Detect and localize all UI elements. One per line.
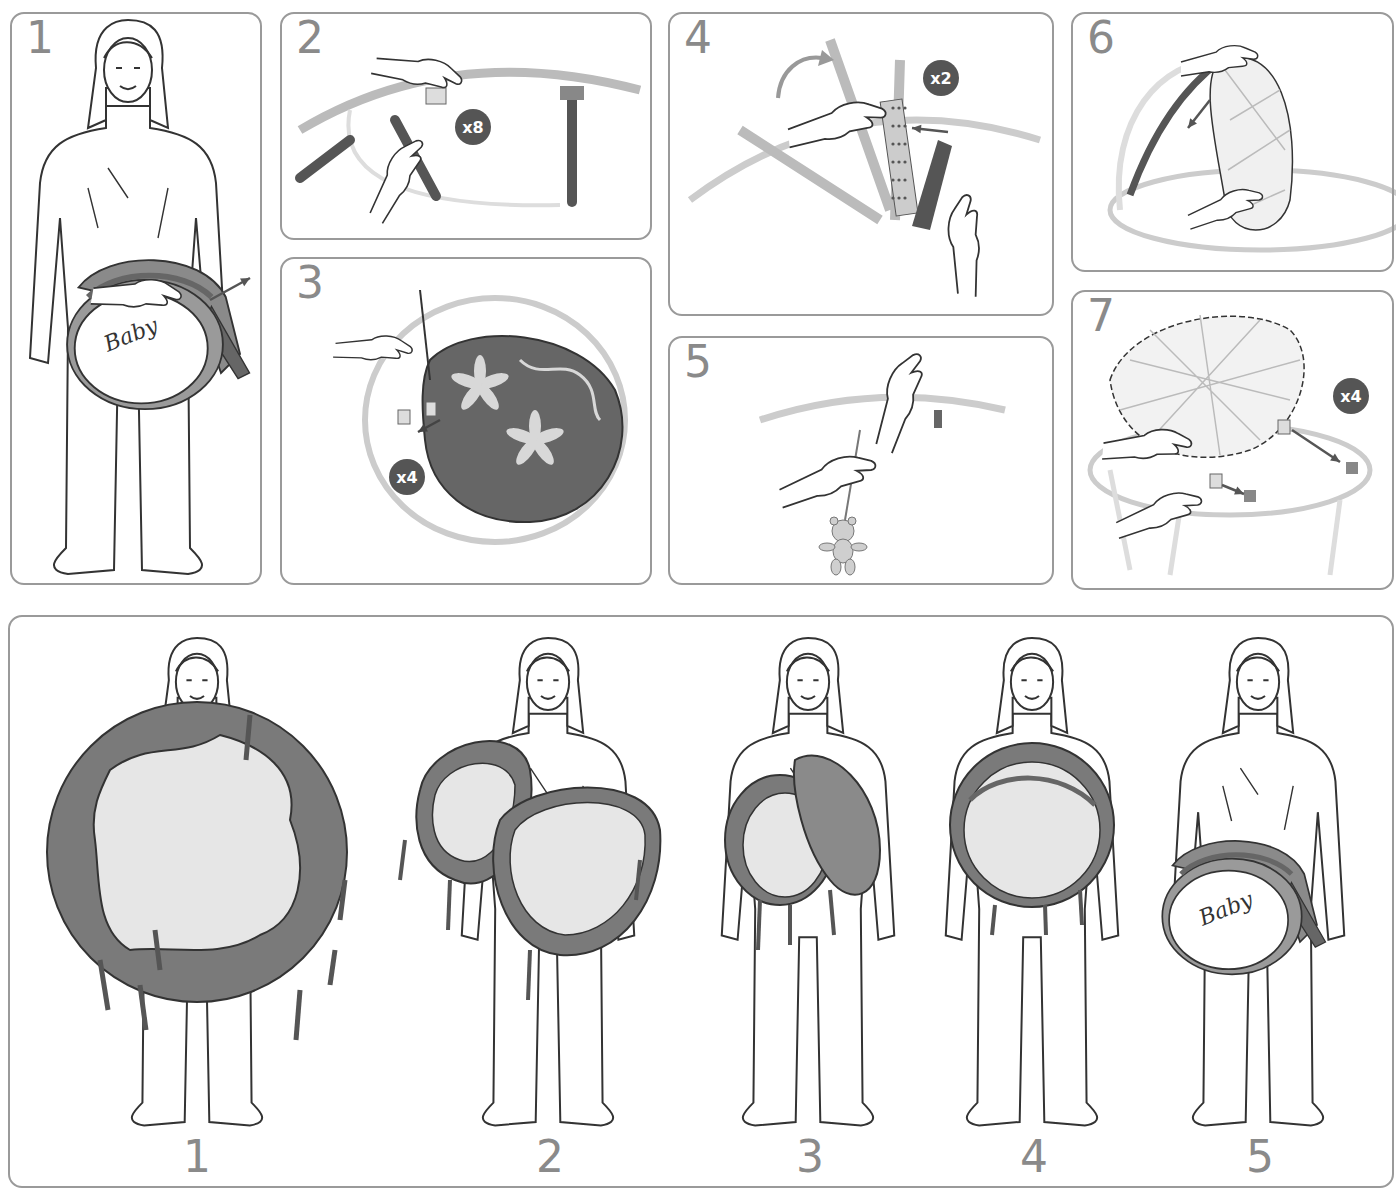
hand (91, 270, 183, 319)
canopy-detail (1110, 46, 1396, 250)
step-panel: 2 x8 (280, 12, 652, 240)
hand (356, 134, 439, 223)
folding-disc (725, 756, 880, 950)
hand (786, 100, 888, 147)
person-figure (30, 20, 226, 574)
step-panel: 1 2 3 4 5 (8, 615, 1394, 1188)
hand (858, 348, 941, 453)
count-badge: x8 (455, 109, 491, 145)
step-number: 2 (296, 16, 324, 60)
step-number: 3 (296, 261, 324, 305)
count-badge: x2 (923, 60, 959, 96)
handwritten-label: Baby (100, 312, 161, 356)
step-panel: 7 x4 (1071, 290, 1394, 590)
step-number: 1 (183, 1135, 211, 1179)
direction-arrow (210, 278, 250, 300)
count-text: x4 (1340, 387, 1361, 406)
step-number: 4 (684, 16, 712, 60)
step-number: 4 (1020, 1135, 1048, 1179)
open-disc (47, 702, 347, 1040)
step-panel: 3 x4 (280, 257, 652, 585)
step-number: 5 (1246, 1135, 1274, 1179)
handwritten-label: Baby (1195, 886, 1256, 930)
hands (91, 270, 183, 319)
step-number: 1 (26, 16, 54, 60)
count-badge: x4 (1333, 378, 1369, 414)
step-number: 2 (536, 1135, 564, 1179)
count-text: x4 (396, 468, 417, 487)
hand (1181, 46, 1258, 76)
frame-detail (300, 41, 640, 224)
hand (1185, 186, 1266, 229)
step-number: 6 (1087, 16, 1115, 60)
count-badge: x4 (389, 459, 425, 495)
step-panel: 1 (10, 12, 262, 585)
hand (371, 41, 465, 104)
step-panel: 6 (1071, 12, 1394, 272)
folded-bag (1162, 841, 1325, 974)
small-disc (950, 743, 1114, 935)
folded-bag (67, 260, 249, 409)
step-number: 3 (796, 1135, 824, 1179)
count-text: x2 (930, 69, 951, 88)
step-number: 5 (684, 340, 712, 384)
person-figure (722, 638, 894, 1126)
toy-detail (760, 348, 1005, 575)
hand (1102, 424, 1192, 466)
hand (776, 452, 880, 508)
person-figure (946, 638, 1118, 1126)
count-text: x8 (462, 118, 483, 137)
step-panel: 5 (668, 336, 1054, 585)
step-panel: 4 x2 (668, 12, 1054, 316)
strap-detail (690, 40, 1040, 297)
net-detail (1090, 315, 1370, 575)
step-number: 7 (1087, 294, 1115, 338)
hand (937, 193, 993, 297)
twisting-disc (400, 741, 660, 1000)
hand (1113, 489, 1205, 538)
mattress-detail (333, 290, 625, 542)
hand (333, 327, 414, 370)
